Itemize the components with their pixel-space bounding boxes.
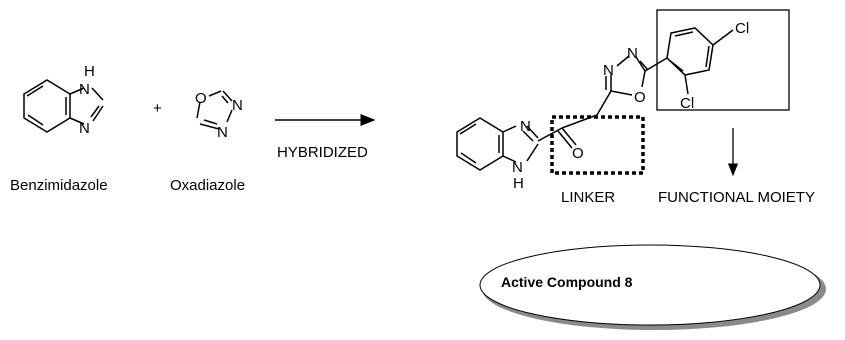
benzimidazole-h-atom: H [84,63,95,80]
product-oxadiazole-n2-atom: N [627,45,638,62]
callout-ellipse [479,244,821,326]
plus-sign: + [153,100,162,117]
product-cl-top-atom: Cl [735,20,749,37]
product-structure [456,27,734,171]
benzimidazole-structure [23,79,104,133]
product-carbonyl-o-atom: O [572,145,584,162]
benzimidazole-n-top-atom: N [79,81,90,98]
oxadiazole-n1-atom: N [232,97,243,114]
oxadiazole-label: Oxadiazole [170,177,245,194]
product-benz-n-bottom-atom: N [512,159,523,176]
product-oxadiazole-o-atom: O [634,89,646,106]
product-benz-n-top-atom: N [520,118,531,135]
oxadiazole-n2-atom: N [217,124,228,141]
oxadiazole-o-atom: O [195,90,207,107]
oxadiazole-structure [196,90,233,130]
benzimidazole-n-bottom-atom: N [79,120,90,137]
product-oxadiazole-n1-atom: N [603,62,614,79]
linker-box [550,115,645,175]
product-cl-bottom-atom: Cl [680,95,694,112]
benzimidazole-label: Benzimidazole [10,177,108,194]
functional-moiety-label: FUNCTIONAL MOIETY [658,189,815,206]
product-benz-h-atom: H [513,175,524,192]
linker-label: LINKER [561,189,615,206]
functional-moiety-box [656,9,790,111]
arrow-label: HYBRIDIZED [277,144,368,161]
callout-text: Active Compound 8 [501,274,633,290]
